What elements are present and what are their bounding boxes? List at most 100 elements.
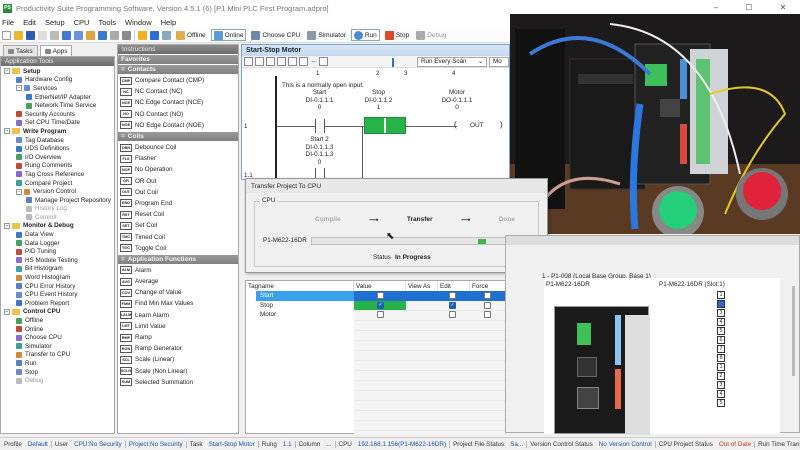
redo-icon[interactable]	[110, 30, 119, 40]
io-point-7[interactable]: 7	[717, 345, 725, 353]
hand-icon[interactable]	[138, 30, 147, 40]
ladder-tool-wire-icon[interactable]	[288, 57, 297, 66]
io-point-13[interactable]: 5	[717, 399, 725, 407]
tree-item-pid-tuning[interactable]: PID Tuning	[4, 247, 114, 256]
motor-coil[interactable]: OUT	[470, 122, 484, 129]
io-point-8[interactable]: 8	[717, 354, 725, 362]
io-point-5[interactable]: 5	[717, 327, 725, 335]
tree-item-run[interactable]: Run	[4, 359, 114, 368]
tree-item-commit[interactable]: Commit	[4, 213, 114, 222]
tab-apps[interactable]: Apps	[39, 45, 73, 56]
menu-setup[interactable]: Setup	[45, 17, 65, 27]
open-folder-icon[interactable]	[14, 30, 23, 40]
paste-icon[interactable]	[86, 30, 95, 40]
tree-item-word-histogram[interactable]: Word Histogram	[4, 273, 114, 282]
tree-item-online[interactable]: Online	[4, 325, 114, 334]
tree-item-tag-cross-reference[interactable]: Tag Cross Reference	[4, 170, 114, 179]
force-checkbox[interactable]	[484, 301, 491, 309]
base-label[interactable]: 1 - P1-008 (Local Base Group, Base 1)	[542, 273, 651, 280]
col-header-force[interactable]: Force	[470, 281, 506, 291]
tab-tasks[interactable]: Tasks	[3, 45, 38, 56]
run-button[interactable]: Run	[350, 29, 380, 41]
tree-group-write-program[interactable]: −Write Program	[4, 127, 67, 135]
ladder-tool-doc-icon[interactable]	[319, 57, 328, 66]
ladder-canvas[interactable]: 1 2 3 4 This is a normally open input. S…	[242, 68, 509, 181]
value-checkbox[interactable]	[377, 311, 384, 319]
save-icon[interactable]	[26, 30, 35, 40]
zoom-slider[interactable]	[330, 57, 400, 67]
tree-item-security-accounts[interactable]: Security Accounts	[4, 110, 114, 119]
ladder-tool-coil-icon[interactable]	[255, 57, 264, 66]
tree-item-compare-project[interactable]: Compare Project	[4, 179, 114, 188]
edit-checkbox[interactable]: ✓	[449, 301, 456, 309]
tree-item-history-log[interactable]: History Log	[4, 205, 114, 214]
io-point-10[interactable]: 2	[717, 372, 725, 380]
tree-group-setup[interactable]: −Setup	[4, 67, 41, 75]
tree-item-problem-report[interactable]: Problem Report	[4, 299, 114, 308]
tree-item-debug[interactable]: Debug	[4, 376, 114, 385]
edit-checkbox[interactable]	[449, 311, 456, 319]
stop-contact-energized[interactable]	[364, 117, 406, 134]
value-checkbox[interactable]	[377, 292, 384, 300]
menu-window[interactable]: Window	[125, 17, 152, 27]
tree-group-monitor-debug[interactable]: −Monitor & Debug	[4, 222, 74, 230]
io-point-6[interactable]: 6	[717, 336, 725, 344]
force-checkbox[interactable]	[484, 311, 491, 319]
offline-button[interactable]: Offline	[174, 29, 208, 41]
tagname-cell[interactable]: Start	[260, 292, 274, 300]
io-point-3[interactable]: 3	[717, 309, 725, 317]
ladder-tool-link-icon[interactable]: ↔	[310, 58, 317, 65]
collapse-icon[interactable]: −	[4, 128, 10, 135]
io-point-1[interactable]: 1	[717, 291, 725, 299]
io-point-11[interactable]: 3	[717, 381, 725, 389]
tree-item-hs-module-testing[interactable]: HS Module Testing	[4, 256, 114, 265]
hardware-scrollbar[interactable]	[792, 286, 795, 376]
scan-mode-select[interactable]: Run Every Scan⌄	[417, 56, 487, 67]
tree-item-stop[interactable]: Stop	[4, 368, 114, 377]
menu-help[interactable]: Help	[160, 17, 177, 27]
table-row[interactable]: Motor	[246, 310, 508, 320]
menu-edit[interactable]: Edit	[23, 17, 37, 27]
ladder-tool-contact-icon[interactable]	[244, 57, 253, 66]
tree-item-data-view[interactable]: Data View	[4, 230, 114, 239]
add-icon[interactable]	[62, 30, 71, 40]
col-header-tagname[interactable]: Tagname	[246, 281, 354, 291]
io-point-9[interactable]: 1	[717, 363, 725, 371]
section-application-functions[interactable]: =Application Functions	[118, 254, 238, 264]
tree-item-i-o-overview[interactable]: I/O Overview	[4, 153, 114, 162]
online-button[interactable]: Online	[210, 29, 247, 41]
ladder-tool-branch-icon[interactable]	[266, 57, 275, 66]
ladder-tool-box-icon[interactable]	[299, 57, 308, 66]
force-checkbox[interactable]	[484, 292, 491, 300]
favorites-section[interactable]: Favorites	[118, 55, 238, 64]
menu-tools[interactable]: Tools	[98, 17, 116, 27]
new-file-icon[interactable]	[2, 30, 11, 40]
find-icon[interactable]	[122, 30, 131, 40]
preview-icon[interactable]	[50, 30, 59, 40]
debug-button[interactable]: Debug	[414, 29, 448, 41]
collapse-icon[interactable]: −	[4, 222, 10, 229]
collapse-icon[interactable]: −	[16, 85, 22, 92]
edit-checkbox[interactable]	[449, 292, 456, 300]
module-icon[interactable]	[162, 30, 171, 40]
tree-group-control-cpu[interactable]: −Control CPU	[4, 308, 61, 316]
cpu-module-image[interactable]	[554, 306, 650, 435]
table-row[interactable]: Start	[246, 291, 508, 301]
tree-item-ethernet-ip-adapter[interactable]: EtherNet/IP Adapter	[4, 93, 114, 102]
